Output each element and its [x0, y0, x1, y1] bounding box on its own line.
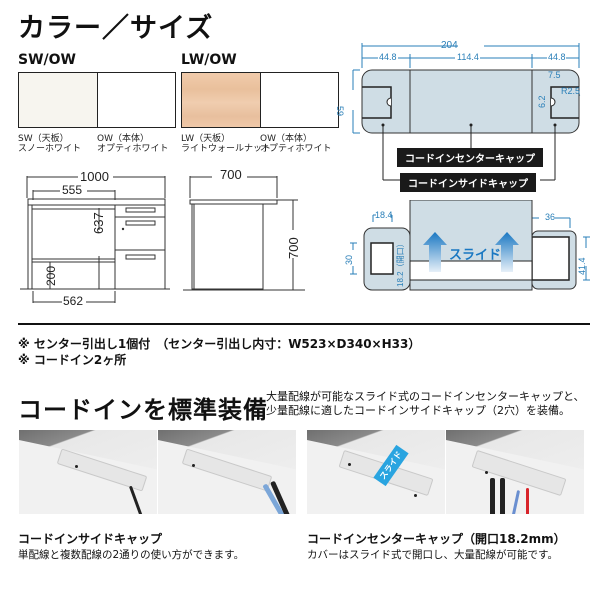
dim-right-height: 41.4: [577, 257, 587, 275]
feature-desc-center-cap: カバーはスライド式で開口し、大量配線が可能です。: [307, 549, 558, 561]
screw-icon: [414, 494, 417, 497]
label-center-cap: コードインセンターキャップ: [397, 148, 543, 167]
dim-depth: 700: [220, 167, 242, 182]
cord-cap-slide-diagram: [350, 200, 590, 291]
note-center-drawer: ※ センター引出し1個付 （センター引出し内寸：W523×D340×H33）: [18, 337, 421, 351]
screw-icon: [348, 463, 351, 466]
feature-desc-side-cap: 単配線と複数配線の2通りの使い方ができます。: [18, 549, 245, 561]
swatch-code: OW（本体）: [260, 134, 312, 144]
swatch-name: オプティホワイト: [260, 144, 332, 154]
color-swatch-pair-lw-ow: [181, 72, 339, 128]
dim-total-width: 204: [441, 40, 458, 51]
swatch-caption-ow-1: OW（本体） オプティホワイト: [97, 134, 168, 154]
photo-center-cap-open: [446, 430, 584, 514]
screw-icon: [192, 464, 195, 467]
swatch-code: SW（天板）: [18, 134, 69, 144]
swatch-caption-sw: SW（天板） スノーホワイト: [18, 134, 81, 154]
dim-height: 700: [286, 237, 301, 259]
swatch-caption-lw: LW（天板） ライトウォールナット: [181, 134, 271, 154]
dim-radius: R2.5: [561, 86, 581, 96]
swatch-opti-white: [97, 73, 175, 127]
dim-left-offset: 18.4: [375, 210, 393, 220]
dim-right-section: 44.8: [548, 52, 566, 62]
dim-opening: 18.2（開口）: [396, 239, 405, 287]
swatch-opti-white: [260, 73, 338, 127]
label-side-cap: コードインサイドキャップ: [400, 173, 536, 192]
black-cable: [500, 478, 505, 514]
dim-slot-width: 6.2: [537, 95, 547, 108]
red-cable: [526, 488, 529, 514]
dim-lower-height: 200: [44, 265, 58, 286]
page-title: カラー／サイズ: [18, 13, 214, 44]
dim-inner-width-bottom: 562: [63, 294, 84, 308]
feature-description-line-2: 少量配線に適したコードインサイドキャップ（2穴）を装備。: [266, 404, 570, 417]
swatch-name: スノーホワイト: [18, 144, 82, 154]
dim-width-total: 1000: [80, 169, 109, 184]
dim-slot-offset: 7.5: [548, 70, 561, 80]
feature-description: 大量配線が可能なスライド式のコードインセンターキャップと、 少量配線に適したコー…: [266, 390, 585, 418]
screw-icon: [75, 465, 78, 468]
feature-description-line-1: 大量配線が可能なスライド式のコードインセンターキャップと、: [266, 390, 585, 403]
slide-label: スライド: [449, 248, 502, 263]
swatch-code: OW（本体）: [97, 134, 149, 144]
note-cord-in-count: ※ コードイン2ヶ所: [18, 353, 127, 367]
desk-side-view-drawing: [183, 176, 305, 291]
dim-inner-width-top: 555: [62, 183, 83, 197]
swatch-light-walnut: [182, 73, 260, 127]
feature-title-side-cap: コードインサイドキャップ: [18, 532, 163, 546]
dim-right-offset: 36: [545, 212, 556, 222]
color-swatch-pair-sw-ow: [18, 72, 176, 128]
dim-cap-height: 59: [335, 106, 345, 117]
cord-cap-top-diagram: [352, 43, 581, 181]
screw-icon: [485, 471, 488, 474]
section-divider: [18, 323, 590, 325]
dim-left-section: 44.8: [379, 52, 397, 62]
black-cable: [490, 478, 495, 514]
swatch-caption-ow-2: OW（本体） オプティホワイト: [260, 134, 331, 154]
swatch-name: ライトウォールナット: [181, 144, 272, 154]
feature-title-center-cap: コードインセンターキャップ（開口18.2mm）: [307, 532, 566, 546]
color-group-label-sw-ow: SW/OW: [18, 52, 76, 68]
swatch-name: オプティホワイト: [97, 144, 169, 154]
dim-center-section: 114.4: [457, 52, 479, 62]
photo-center-cap-closed: スライド: [307, 430, 445, 514]
swatch-snow-white: [19, 73, 97, 127]
desk-front-view-drawing: [20, 176, 170, 303]
swatch-code: LW（天板）: [181, 134, 231, 144]
dim-left-height: 30: [344, 254, 354, 265]
photo-side-cap-multi-cable: [158, 430, 296, 514]
photo-side-cap-single-cable: [19, 430, 157, 514]
dim-inner-height: 637: [91, 212, 106, 234]
feature-headline: コードインを標準装備: [18, 396, 268, 424]
color-group-label-lw-ow: LW/OW: [181, 52, 237, 68]
